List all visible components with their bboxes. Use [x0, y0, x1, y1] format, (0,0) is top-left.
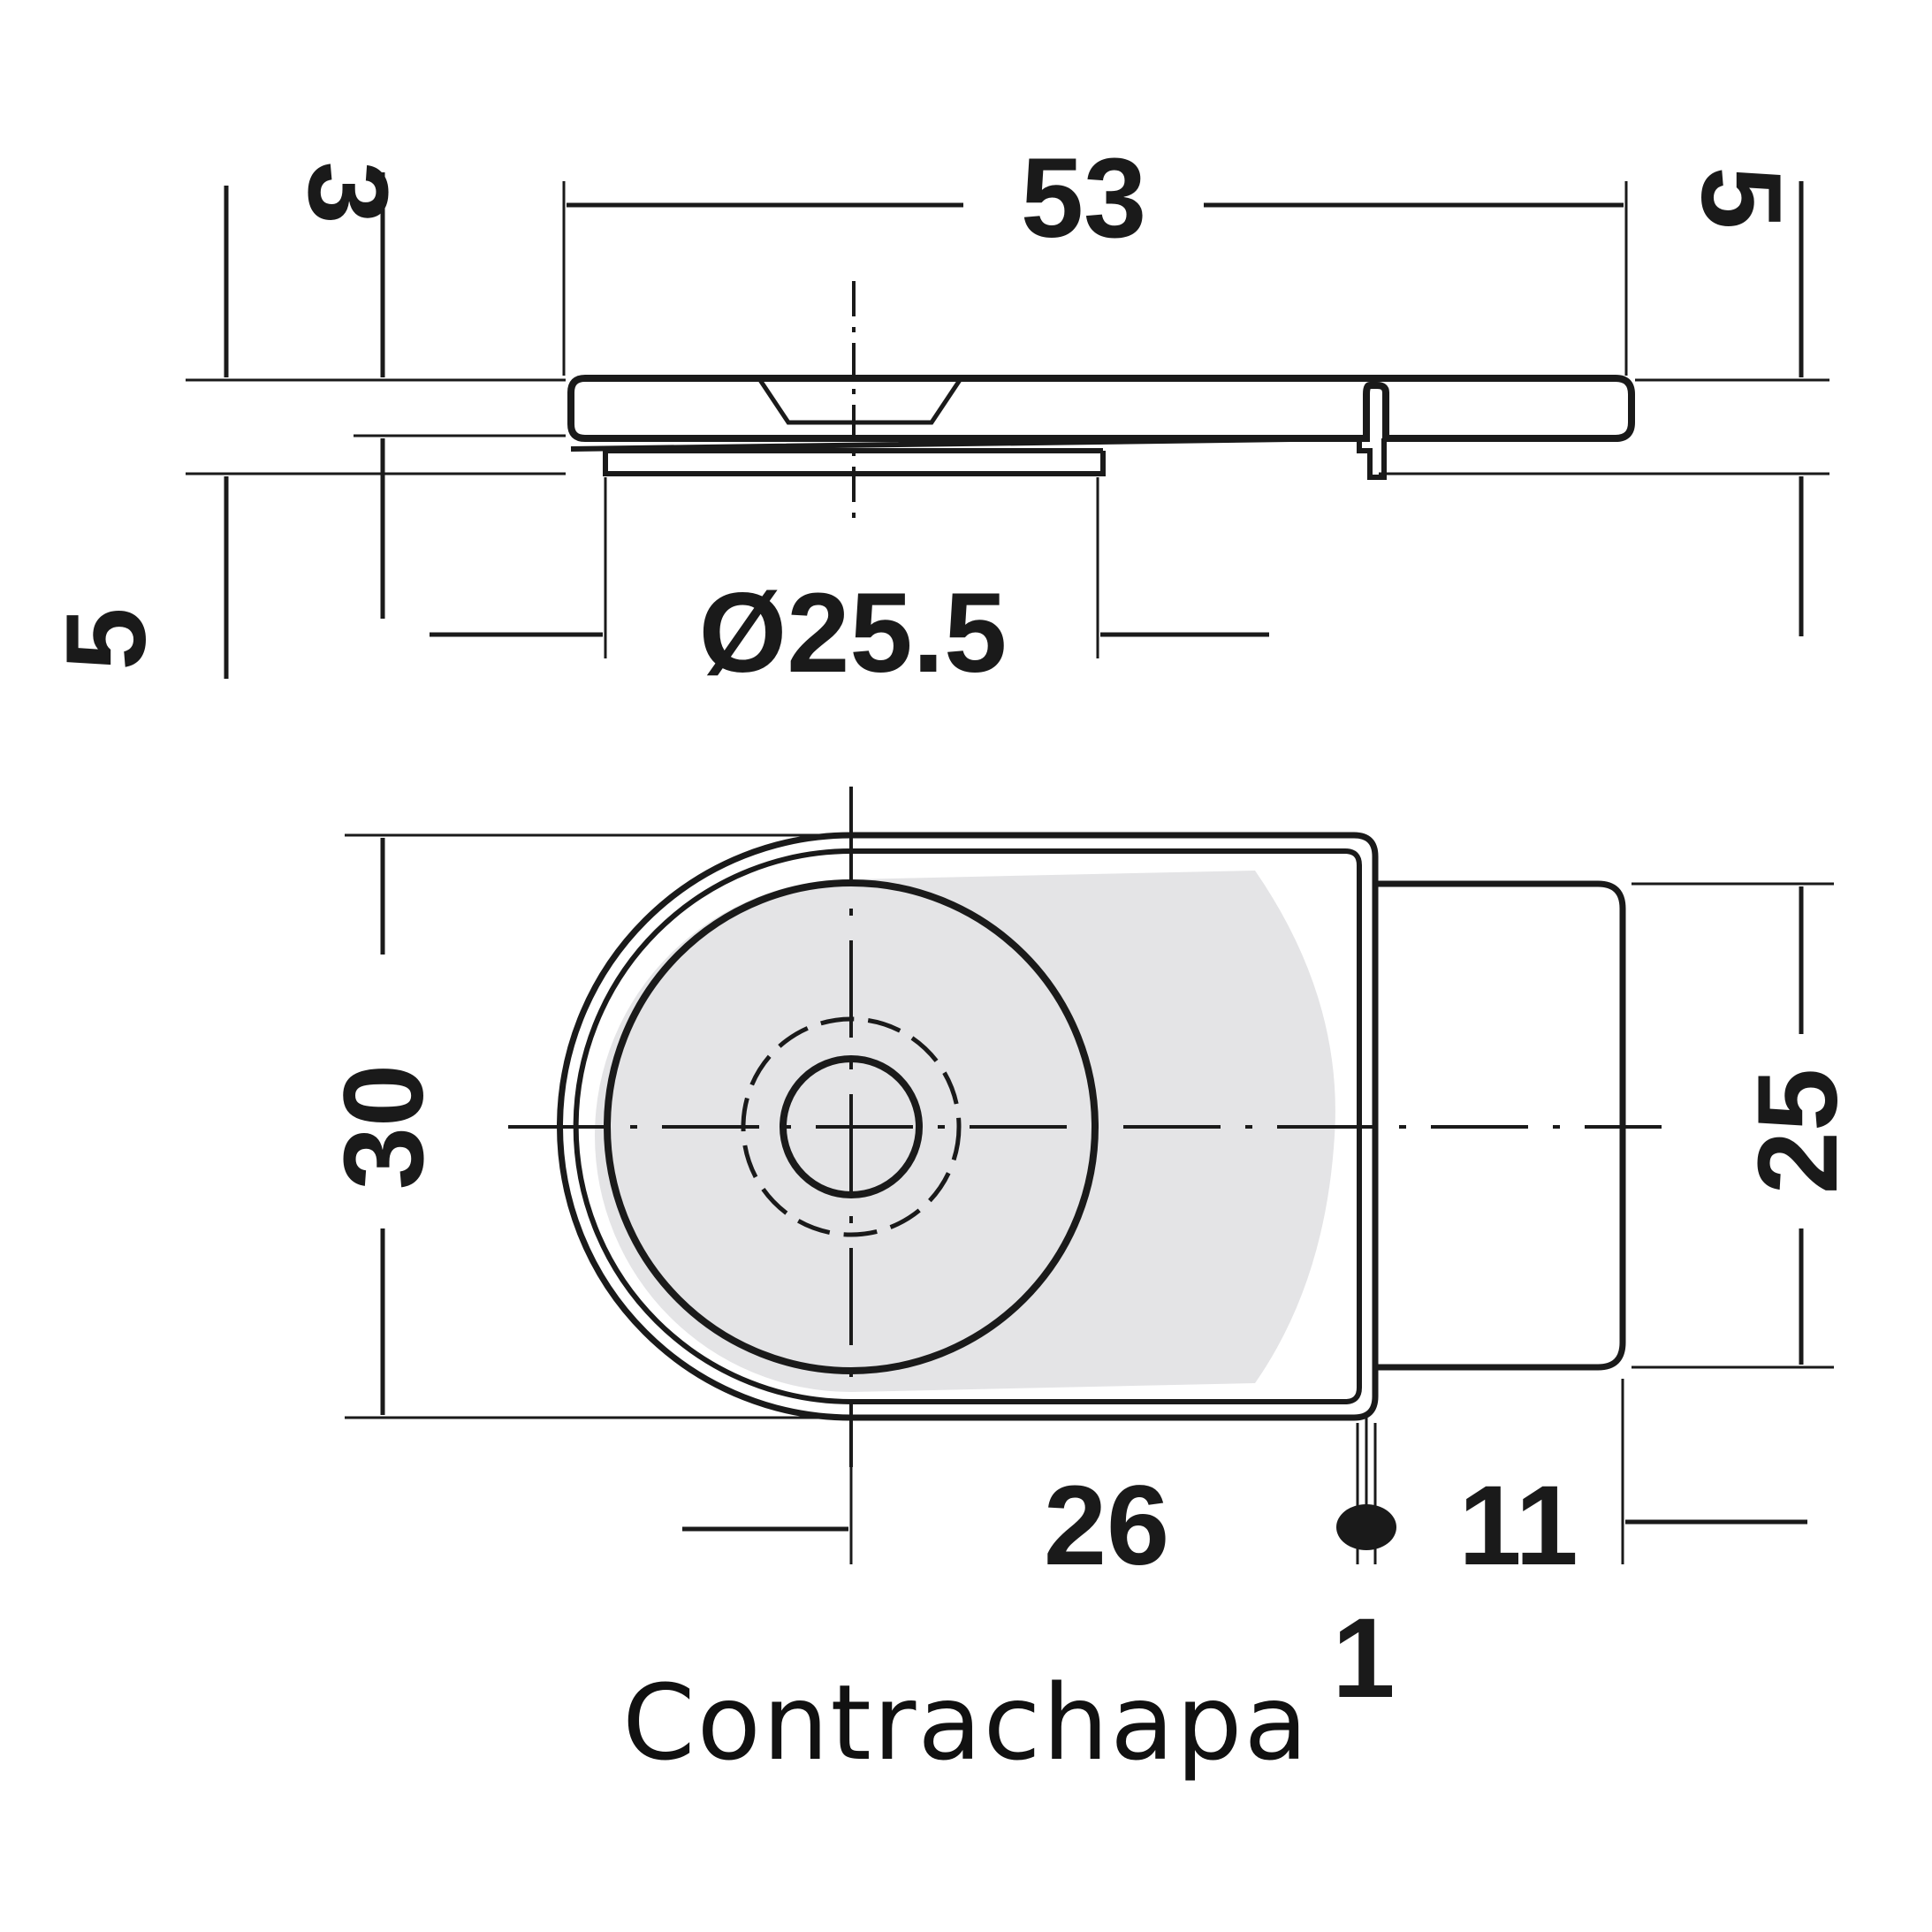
- outer-outline: [557, 832, 1379, 1421]
- top-view-dimension-arrows: [380, 838, 1807, 1532]
- dim-gap: 1: [1332, 1595, 1395, 1722]
- inner-outline: [573, 848, 1362, 1404]
- side-view-dimension-arrows: [224, 172, 1804, 679]
- dim-height: 30: [321, 1064, 447, 1190]
- caption: Contrachapa: [622, 1662, 1310, 1784]
- side-view-extension-lines: [186, 181, 1829, 658]
- countersink: [757, 378, 962, 425]
- top-view: 30 25 26 11 1: [321, 787, 1861, 1722]
- dim-tab-length: 11: [1458, 1463, 1578, 1589]
- dim-boss-diameter: Ø25.5: [699, 570, 1008, 696]
- dim-center-to-edge: 26: [1044, 1463, 1169, 1589]
- plate-step: [570, 435, 1387, 480]
- plate-profile: [567, 375, 1635, 442]
- dim-overall-width: 53: [1021, 135, 1146, 262]
- recess-fill: [595, 871, 1335, 1392]
- dim-left-top-thickness: 3: [285, 161, 411, 224]
- dim-left-bottom-thickness: 5: [43, 607, 170, 670]
- dim-tab-height: 25: [1735, 1069, 1861, 1194]
- dim-right-thickness: 5: [1677, 166, 1804, 229]
- side-view: 53 3 5 5 Ø25.5: [43, 135, 1829, 696]
- screw-hole: [780, 1055, 923, 1198]
- gap-marker: [1336, 1504, 1396, 1550]
